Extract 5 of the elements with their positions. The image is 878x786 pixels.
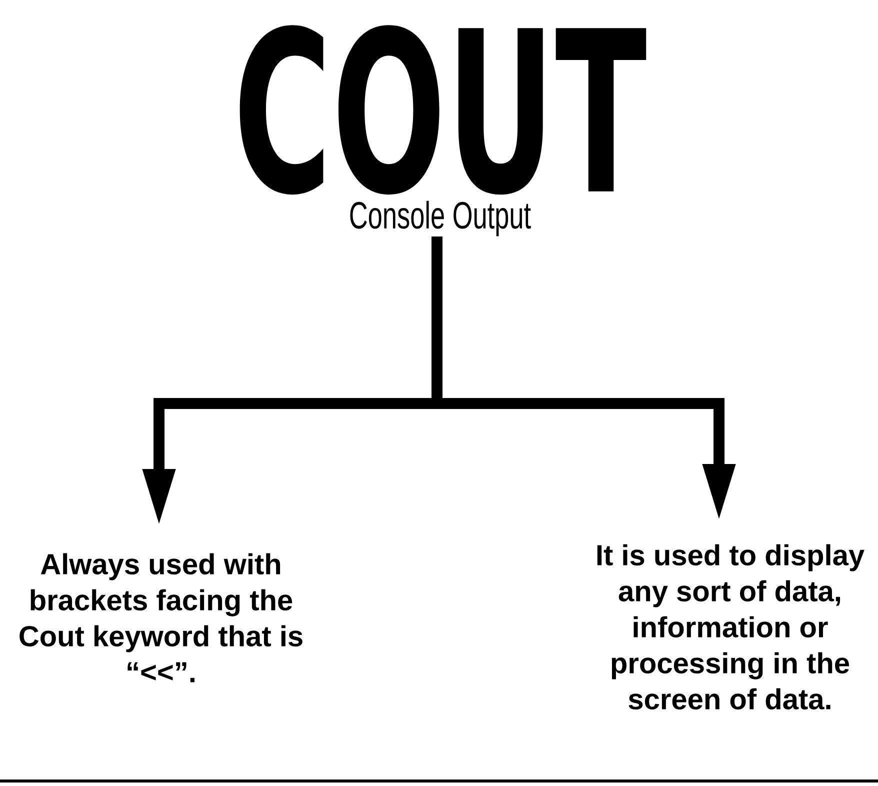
note-text: Always used with brackets facing the Cout keyword that is “<<”. <box>20 553 302 682</box>
note-text: It is used to display any sort of data, information or processing in the screen of data. <box>597 544 864 710</box>
title-text: COUT <box>240 25 646 195</box>
subtitle-text: Console Output <box>350 200 531 236</box>
connector-line <box>432 236 442 398</box>
